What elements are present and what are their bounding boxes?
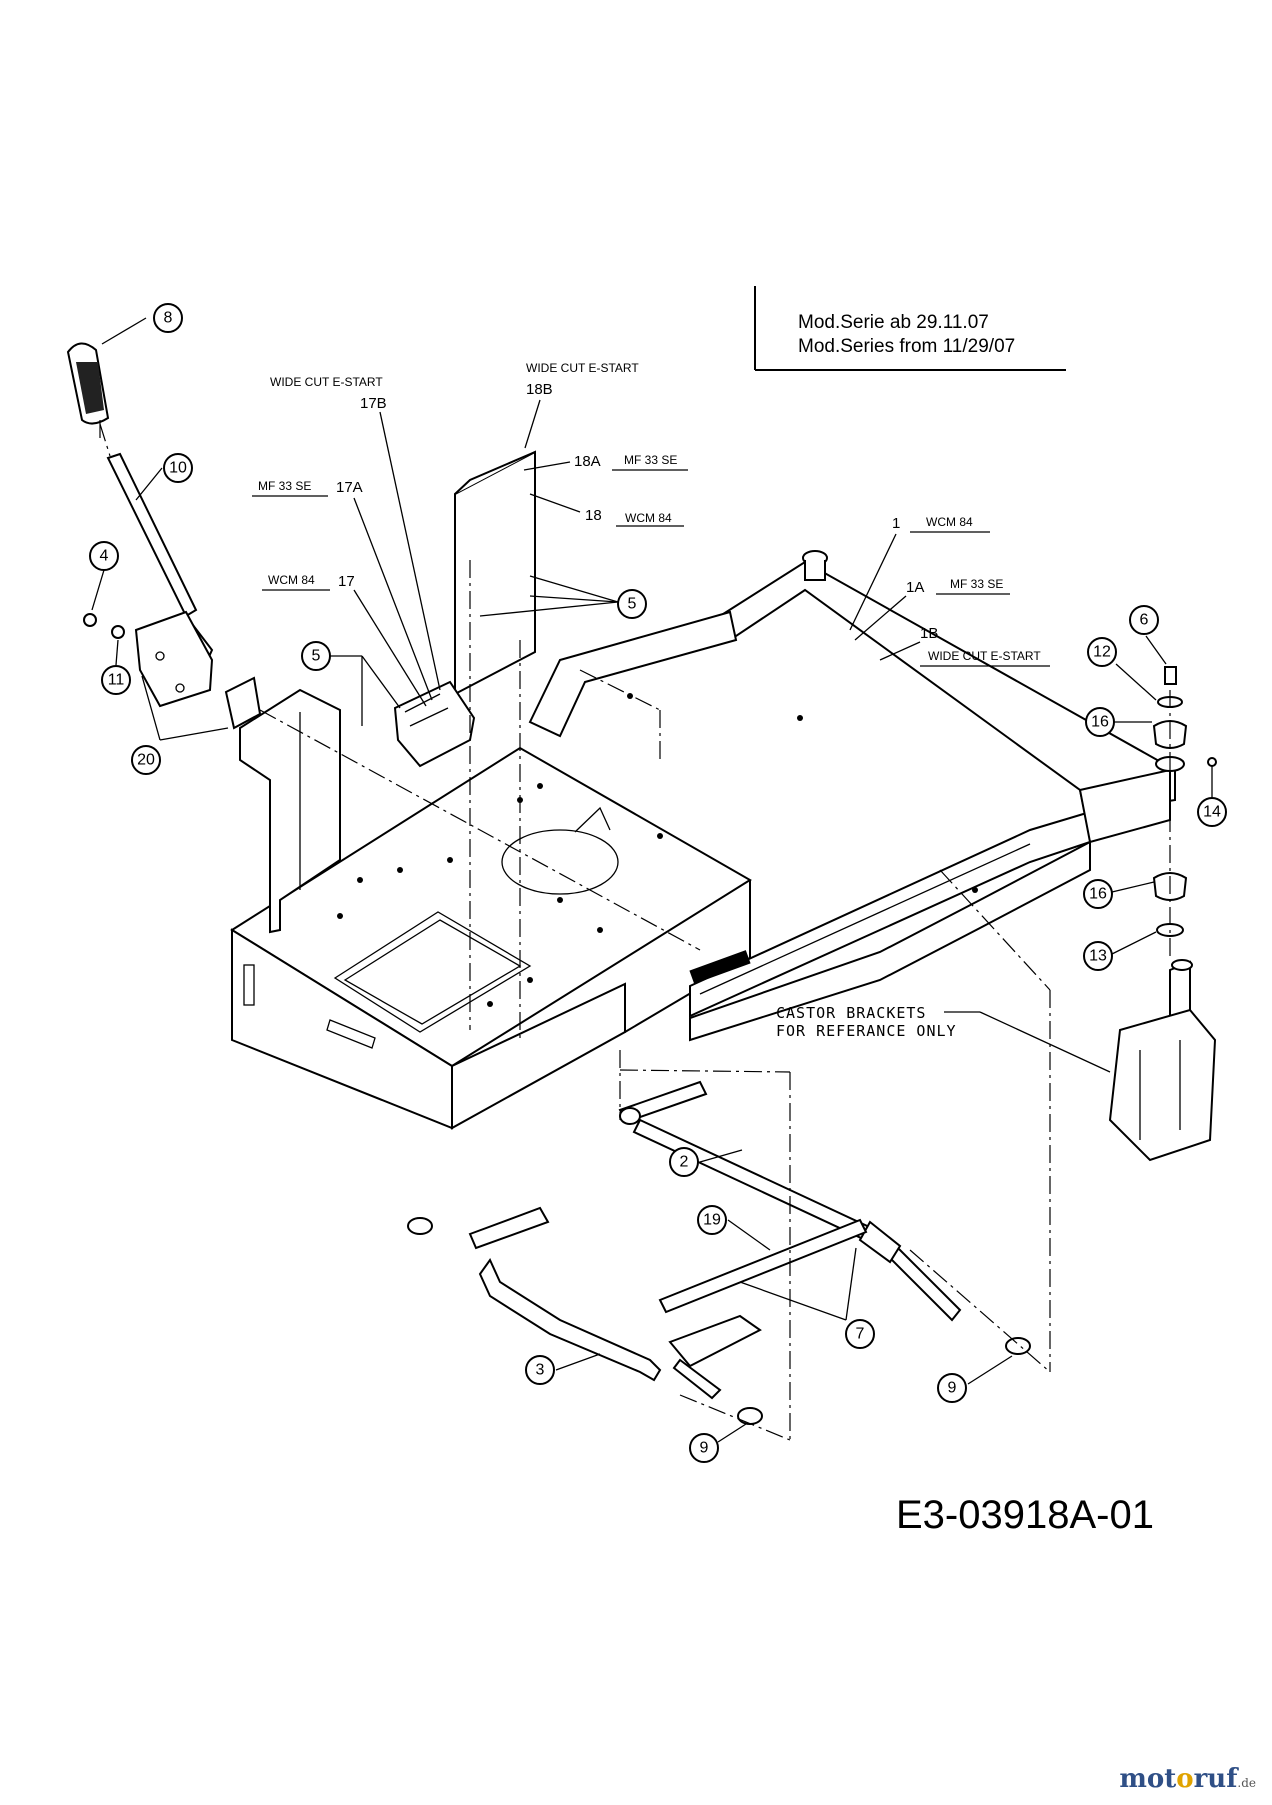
label-wide-cut-17b: WIDE CUT E-START — [270, 375, 383, 389]
label-wcm-1: WCM 84 — [926, 515, 973, 529]
label-1a: 1A — [906, 579, 924, 596]
svg-text:8: 8 — [164, 310, 173, 327]
bracket-left-upright — [239, 688, 341, 934]
label-18a: 18A — [574, 453, 601, 470]
label-mf33-18a: MF 33 SE — [624, 453, 677, 467]
castor-bracket — [1108, 959, 1217, 1162]
brand-logo: motoruf.de — [1119, 1764, 1256, 1794]
svg-text:9: 9 — [948, 1380, 957, 1397]
callout-10: 10 — [135, 453, 193, 501]
link-rod-2 — [632, 1118, 882, 1246]
svg-text:19: 19 — [703, 1212, 721, 1229]
drawing-number: E3-03918A-01 — [896, 1493, 1154, 1537]
label-1: 1 — [892, 515, 900, 532]
callout-5-left: 5 — [301, 641, 401, 726]
svg-text:5: 5 — [312, 648, 321, 665]
note-line-1: Mod.Serie ab 29.11.07 — [798, 312, 989, 333]
callout-5-right: 5 — [479, 575, 647, 619]
upright-brackets — [224, 450, 536, 934]
svg-text:10: 10 — [169, 460, 187, 477]
callout-11: 11 — [101, 625, 131, 695]
callouts: 8 10 4 11 20 5 — [83, 303, 1227, 1463]
label-wide-cut-1b: WIDE CUT E-START — [928, 649, 1041, 663]
model-series-note: Mod.Serie ab 29.11.07 Mod.Series from 11… — [754, 286, 1066, 371]
screw-14 — [1207, 757, 1217, 767]
bolt-6 — [1164, 666, 1177, 685]
link-rod-3 — [478, 1258, 662, 1382]
linkage — [407, 1080, 1031, 1425]
svg-text:14: 14 — [1203, 804, 1221, 821]
frame-holes — [337, 693, 978, 1007]
note-line-2: Mod.Series from 11/29/07 — [798, 336, 1015, 357]
callout-7: 7 — [739, 1247, 875, 1349]
svg-text:7: 7 — [856, 1326, 865, 1343]
callout-13: 13 — [1083, 931, 1157, 971]
label-17: 17 — [338, 573, 355, 590]
label-18b: 18B — [526, 381, 553, 398]
svg-text:16: 16 — [1091, 714, 1109, 731]
callout-4: 4 — [83, 541, 119, 627]
label-mf33-17a: MF 33 SE — [258, 479, 311, 493]
callout-19: 19 — [697, 1205, 771, 1251]
lever-bracket — [134, 610, 214, 708]
svg-text:13: 13 — [1089, 948, 1107, 965]
label-18: 18 — [585, 507, 602, 524]
bracket-17 — [393, 680, 476, 768]
link-bar-19 — [658, 1218, 868, 1314]
main-frame — [230, 550, 1176, 1130]
svg-text:5: 5 — [628, 596, 637, 613]
callout-12: 12 — [1087, 637, 1157, 701]
label-wide-cut-18b: WIDE CUT E-START — [526, 361, 639, 375]
part-labels: WIDE CUT E-START 17B WIDE CUT E-START 18… — [252, 361, 1050, 707]
label-17a: 17A — [336, 479, 363, 496]
svg-text:16: 16 — [1089, 886, 1107, 903]
callout-16-bottom: 16 — [1083, 879, 1155, 909]
bracket-18 — [454, 450, 536, 696]
castor-note-line-1: CASTOR BRACKETS — [776, 1004, 926, 1022]
svg-text:9: 9 — [700, 1440, 709, 1457]
svg-text:6: 6 — [1140, 612, 1149, 629]
castor-note-line-2: FOR REFERANCE ONLY — [776, 1022, 957, 1040]
svg-text:20: 20 — [137, 752, 155, 769]
alignment-lines — [99, 420, 1171, 1441]
plate-20 — [224, 676, 262, 730]
svg-text:2: 2 — [680, 1154, 689, 1171]
callout-20: 20 — [131, 675, 229, 775]
label-wcm-18: WCM 84 — [625, 511, 672, 525]
lever-rod — [106, 452, 198, 618]
callout-3: 3 — [525, 1353, 601, 1385]
lever-assembly — [66, 342, 214, 708]
svg-text:3: 3 — [536, 1362, 545, 1379]
callout-16-top: 16 — [1085, 707, 1152, 737]
label-mf33-1a: MF 33 SE — [950, 577, 1003, 591]
callout-14: 14 — [1197, 766, 1227, 827]
label-1b: 1B — [920, 625, 938, 642]
callout-6: 6 — [1129, 605, 1167, 665]
callout-2: 2 — [669, 1147, 743, 1177]
svg-text:11: 11 — [108, 672, 125, 689]
callout-9-right: 9 — [937, 1355, 1013, 1403]
label-wcm-17: WCM 84 — [268, 573, 315, 587]
callout-8: 8 — [101, 303, 183, 345]
svg-text:4: 4 — [100, 548, 109, 565]
label-17b: 17B — [360, 395, 387, 412]
callout-9-left: 9 — [689, 1423, 747, 1463]
svg-text:12: 12 — [1093, 644, 1111, 661]
castor-note: CASTOR BRACKETS FOR REFERANCE ONLY — [776, 1004, 1111, 1073]
